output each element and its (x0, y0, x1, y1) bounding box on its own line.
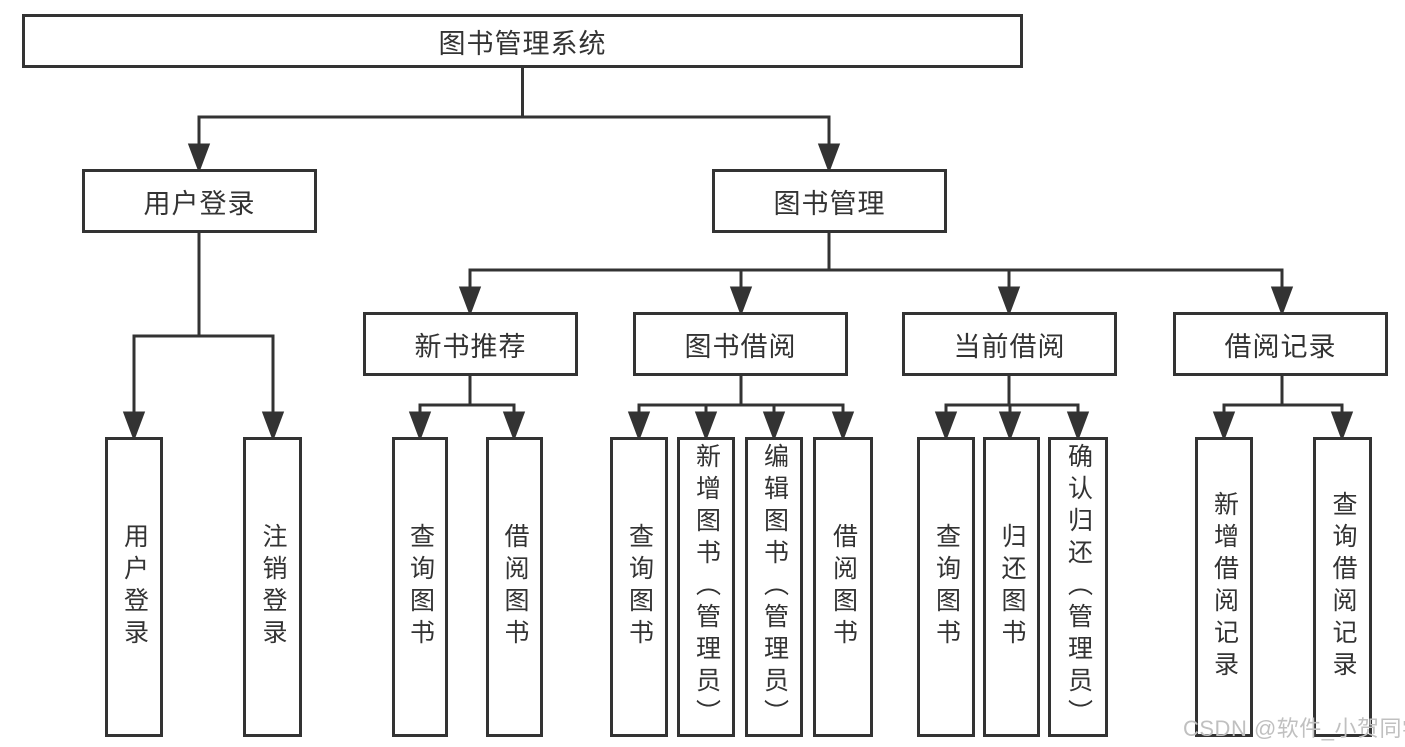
leaf-bor-borrow-books-label: 借阅图书 (829, 523, 858, 651)
arrowhead-bor-query (627, 411, 651, 442)
leaf-bor-query-books: 查询图书 (610, 437, 668, 737)
leaf-records-add: 新增借阅记录 (1195, 437, 1253, 737)
arrowhead-records-add (1212, 411, 1236, 442)
arrowhead-bor-borrow (831, 411, 855, 442)
leaf-records-query: 查询借阅记录 (1313, 437, 1372, 737)
leaf-records-add-label: 新增借阅记录 (1210, 491, 1239, 683)
node-borrow-records: 借阅记录 (1173, 312, 1388, 376)
node-new-book-rec-label: 新书推荐 (414, 331, 527, 362)
node-current-borrow: 当前借阅 (902, 312, 1117, 376)
arrowhead-borrow-records (1270, 286, 1294, 317)
leaf-user-login-label: 用户登录 (120, 523, 149, 651)
arrowhead-leaf-login (122, 411, 146, 442)
node-new-book-rec: 新书推荐 (363, 312, 578, 376)
node-borrow-records-label: 借阅记录 (1224, 331, 1337, 362)
arrowhead-bor-edit (762, 411, 786, 442)
leaf-cur-confirm-return: 确认归还（管理员） (1048, 437, 1108, 737)
node-book-borrow-label: 图书借阅 (684, 331, 797, 362)
arrowhead-book-borrow (729, 286, 753, 317)
arrowhead-records-query (1330, 411, 1354, 442)
leaf-bor-add-books-label: 新增图书（管理员） (692, 443, 721, 731)
csdn-watermark: CSDN @软件_小贺同学 (1183, 716, 1405, 741)
arrowhead-book-mgmt (817, 143, 841, 174)
node-book-mgmt-label: 图书管理 (773, 188, 886, 219)
arrowhead-rec-query (408, 411, 432, 442)
arrowhead-cur-confirm (1066, 411, 1090, 442)
arrowhead-new-book-rec (458, 286, 482, 317)
leaf-logout-label: 注销登录 (259, 523, 287, 651)
node-root-label: 图书管理系统 (438, 28, 607, 59)
leaf-user-login: 用户登录 (105, 437, 163, 737)
arrowhead-leaf-logout (261, 411, 285, 442)
node-current-borrow-label: 当前借阅 (953, 331, 1066, 362)
node-user-login-group: 用户登录 (82, 169, 317, 233)
arrowhead-rec-borrow (502, 411, 526, 442)
leaf-cur-return-books: 归还图书 (983, 437, 1040, 737)
node-user-login-label: 用户登录 (143, 188, 256, 219)
leaf-rec-borrow-books: 借阅图书 (486, 437, 543, 737)
leaf-bor-add-books: 新增图书（管理员） (677, 437, 735, 737)
node-book-borrow: 图书借阅 (633, 312, 848, 376)
arrowhead-current-borrow (997, 286, 1021, 317)
leaf-cur-query-books-label: 查询图书 (932, 523, 961, 651)
arrowhead-cur-query (934, 411, 958, 442)
arrowhead-bor-add (694, 411, 718, 442)
leaf-rec-borrow-books-label: 借阅图书 (501, 523, 529, 651)
leaf-bor-query-books-label: 查询图书 (625, 523, 654, 651)
leaf-records-query-label: 查询借阅记录 (1329, 491, 1357, 683)
node-root: 图书管理系统 (22, 14, 1023, 68)
leaf-logout: 注销登录 (243, 437, 302, 737)
leaf-bor-edit-books-label: 编辑图书（管理员） (760, 443, 789, 731)
arrowhead-user-login (187, 143, 211, 174)
leaf-cur-return-books-label: 归还图书 (998, 523, 1026, 651)
arrowhead-cur-return (998, 411, 1022, 442)
leaf-bor-edit-books: 编辑图书（管理员） (745, 437, 803, 737)
leaf-rec-query-books: 查询图书 (392, 437, 448, 737)
leaf-cur-confirm-return-label: 确认归还（管理员） (1064, 443, 1093, 731)
node-book-mgmt-group: 图书管理 (712, 169, 947, 233)
leaf-cur-query-books: 查询图书 (917, 437, 975, 737)
leaf-rec-query-books-label: 查询图书 (406, 523, 435, 651)
leaf-bor-borrow-books: 借阅图书 (813, 437, 873, 737)
